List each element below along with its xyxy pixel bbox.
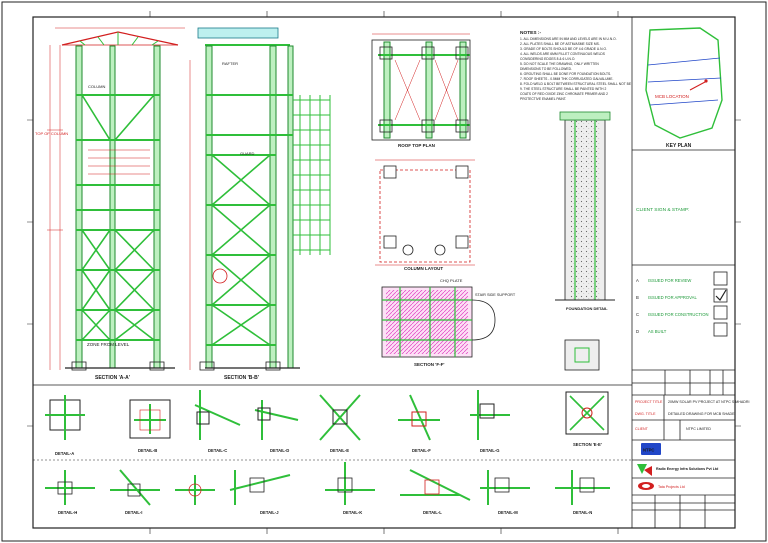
detail-a-label: DETAIL-A: [55, 451, 74, 456]
note-line: CONSIDERING EDGES 8 & 6 U.N.O.: [520, 57, 575, 61]
radix-logo: [637, 464, 652, 476]
status-code-d: D: [636, 329, 639, 334]
notes-list: 1. ALL DIMENSIONS ARE IN MM AND LEVELS A…: [520, 37, 632, 101]
project-title-label: PROJECT TITLE: [635, 400, 663, 404]
dwg-title-value: DETAILED DRAWING FOR MCB SHADE: [668, 412, 735, 416]
guard-tag-bb: GUARD: [240, 151, 255, 156]
key-plan: [645, 27, 723, 139]
status-code-b: B: [636, 295, 639, 300]
section-ee-label: SECTION 'E-E': [573, 442, 602, 447]
status-code-a: A: [636, 278, 639, 283]
note-line: 8. FOLD WELD & BOLT BETWEEN STRUCTURAL S…: [520, 82, 632, 86]
zone-label-aa: ZONE FROM LEVEL: [87, 342, 130, 347]
column-layout-label: COLUMN LAYOUT: [404, 266, 443, 271]
note-line: 4. ALL WELDS ARE 6MM FILLET CONTINUOUS W…: [520, 52, 606, 56]
detail-e-label: DETAIL-E: [330, 448, 349, 453]
status-label-c: ISSUED FOR CONSTRUCTION: [648, 312, 709, 317]
section-bb-label: SECTION 'B-B': [224, 375, 259, 381]
detail-j-label: DETAIL-J: [260, 510, 279, 515]
status-checkbox-b: [713, 288, 728, 303]
details-row-2: [45, 462, 610, 506]
note-line: 5. DO NOT SCALE THE DRAWING, ONLY WRITTE…: [520, 62, 599, 66]
client-sign-label: CLIENT SIGN & STAMP:: [636, 207, 689, 213]
column-tag-aa: COLUMN: [88, 84, 105, 89]
note-line: PROTECTIVE ENAMEL PAINT.: [520, 97, 566, 101]
roof-top-plan-label: ROOF TOP PLAN: [398, 143, 435, 148]
status-table: [713, 271, 728, 337]
details-row-1: [45, 390, 609, 441]
note-line: 9. THE STEEL STRUCTURE SHALL BE PAINTED …: [520, 87, 606, 91]
stair-support-tag: STAIR SIDE SUPPORT: [475, 293, 516, 297]
top-column-note: TOP OF COLUMN: [35, 131, 68, 136]
tata-logo: [638, 482, 654, 490]
note-line: 2. ALL PLATES SHALL BE OF ASTM/ASME SIZE…: [520, 42, 600, 46]
project-title-value: 20MW SOLAR PV PROJECT AT NTPC SIMHADRI: [668, 400, 749, 404]
title-block: [631, 17, 735, 528]
detail-i-label: DETAIL-I: [125, 510, 142, 515]
notes-title: NOTES :-: [520, 30, 541, 36]
column-layout: [375, 159, 475, 266]
rafter-tag-bb: RAFTER: [222, 61, 238, 66]
detail-b-label: DETAIL-B: [138, 448, 157, 453]
client-value: NTPC LIMITED: [686, 427, 711, 431]
dwg-title-label: DWG. TITLE: [635, 412, 656, 416]
section-ff-label: SECTION 'F-F': [414, 362, 444, 367]
note-line: 3. GRADE OF BOLTS SHOULD BE OF 4.6 GRADE…: [520, 47, 607, 51]
ntpc-logo-text: NTPC: [643, 448, 654, 453]
detail-m-label: DETAIL-M: [498, 510, 518, 515]
detail-f-label: DETAIL-F: [412, 448, 431, 453]
detail-c-label: DETAIL-C: [208, 448, 227, 453]
detail-n-label: DETAIL-N: [573, 510, 592, 515]
company1-name: Radix Energy Infra Solutions Pvt Ltd: [656, 467, 718, 471]
chequered-plate-tag: CHQ PLATE: [440, 278, 463, 283]
note-line: DIMENSIONS TO BE FOLLOWED.: [520, 67, 572, 71]
status-label-a: ISSUED FOR REVIEW: [648, 278, 691, 283]
detail-d-label: DETAIL-D: [270, 448, 289, 453]
status-checkbox-d: [713, 322, 728, 337]
section-aa-elevation: [47, 27, 185, 371]
status-code-c: C: [636, 312, 639, 317]
section-bb-elevation: [189, 27, 331, 371]
note-line: 7. ROOF SHEETS - 0.5MM THK CORRUGATED GA…: [520, 77, 613, 81]
frame-ticks: [27, 11, 741, 534]
note-line: COATS OF RED OXIDE ZINC CHROMATE PRIMER …: [520, 92, 608, 96]
status-checkbox-a: [713, 271, 728, 286]
foundation-detail-label: FOUNDATION DETAIL: [566, 306, 608, 311]
note-line: 6. GROUTING SHALL BE DONE FOR FOUNDATION…: [520, 72, 611, 76]
detail-k-label: DETAIL-K: [343, 510, 362, 515]
note-line: 1. ALL DIMENSIONS ARE IN MM AND LEVELS A…: [520, 37, 617, 41]
section-aa-label: SECTION 'A-A': [95, 375, 130, 381]
company2-name: Tata Projects Ltd: [658, 485, 685, 489]
foundation-detail: [555, 111, 615, 301]
client-label: CLIENT: [635, 427, 649, 431]
foundation-plan-small: [564, 339, 600, 371]
section-ff: [381, 286, 496, 358]
detail-g-label: DETAIL-G: [480, 448, 499, 453]
check-mark-icon: [715, 289, 727, 301]
status-label-d: AS BUILT: [648, 329, 667, 334]
mcb-location-label: MCB LOCATION: [655, 94, 689, 99]
status-label-b: ISSUED FOR APPROVAL: [648, 295, 697, 300]
detail-l-label: DETAIL-L: [423, 510, 442, 515]
ntpc-logo: NTPC: [641, 443, 661, 455]
status-checkbox-c: [713, 305, 728, 320]
detail-h-label: DETAIL-H: [58, 510, 77, 515]
key-plan-title: KEY PLAN: [666, 143, 692, 149]
roof-top-plan: [371, 33, 471, 141]
